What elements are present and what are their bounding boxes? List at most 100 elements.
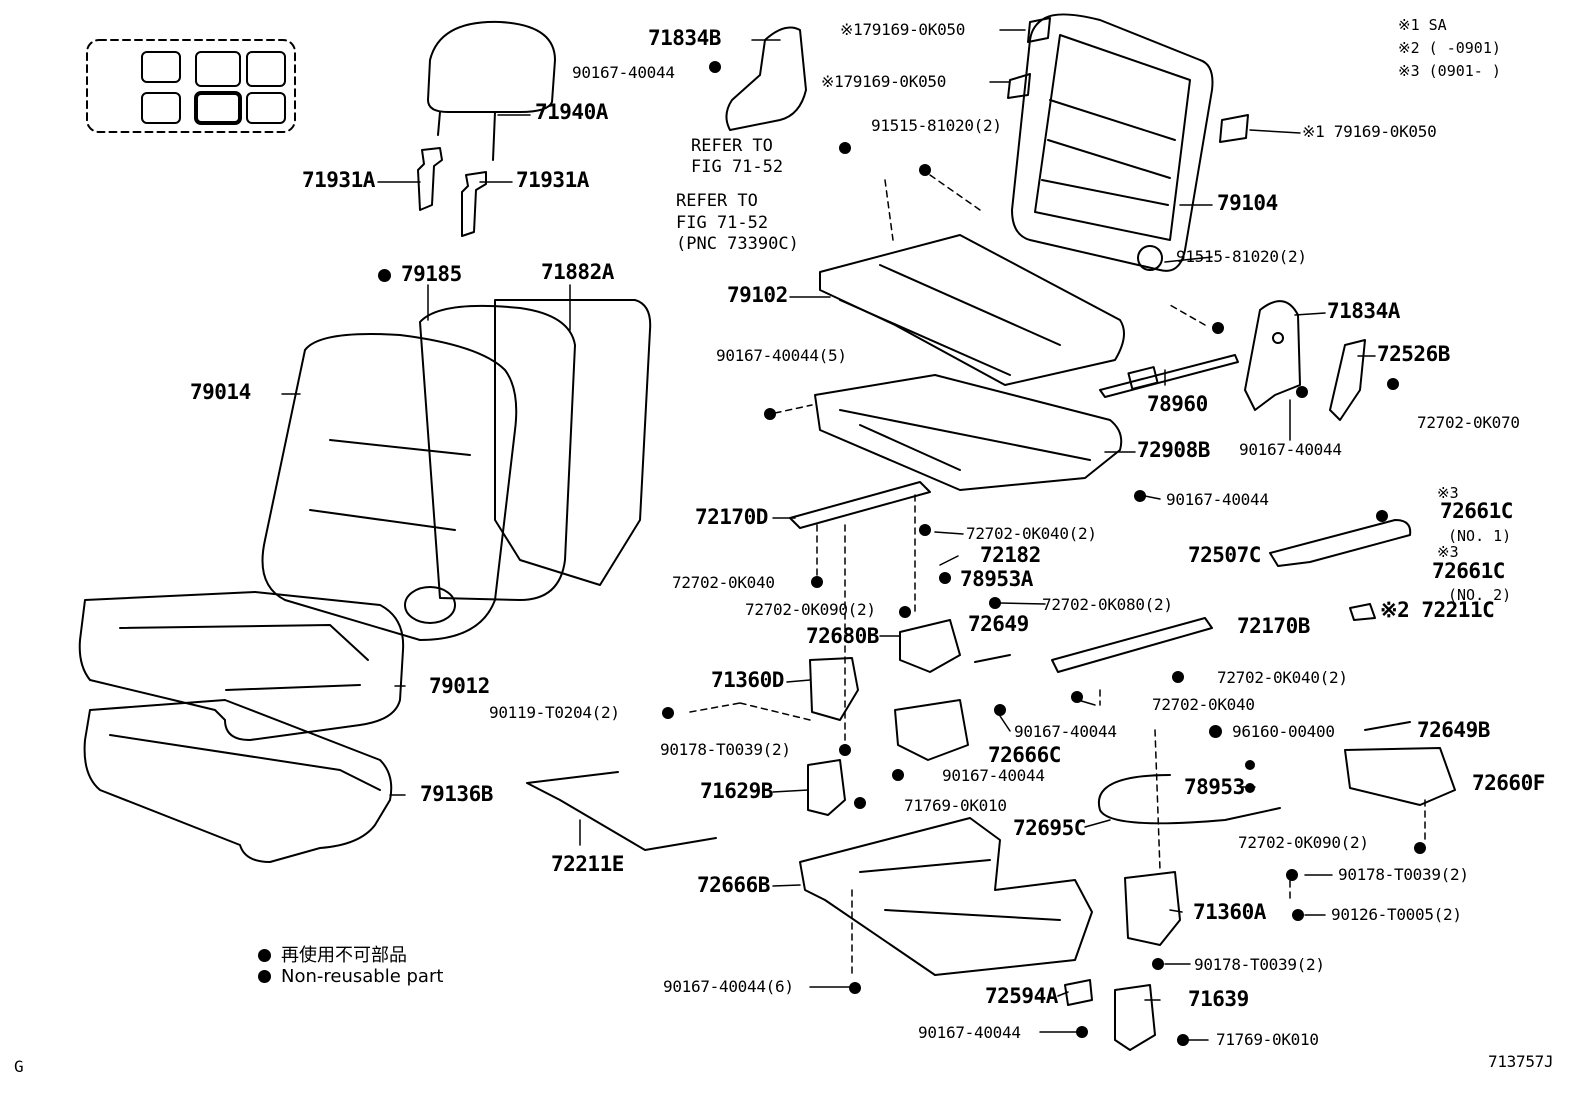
part-label[interactable]: 78960 (1147, 392, 1208, 416)
part-label[interactable]: 90126-T0005(2) (1331, 905, 1462, 924)
leader-lines (281, 29, 1376, 1041)
part-label[interactable]: 71834B (648, 26, 721, 50)
part-label[interactable]: 72702-0K040 (672, 573, 775, 592)
part-label[interactable]: 72702-0K090(2) (745, 600, 876, 619)
part-label[interactable]: 71940A (535, 100, 608, 124)
lock-71360D (809, 657, 859, 721)
part-label[interactable]: 90167-40044(6) (663, 977, 794, 996)
part-label[interactable]: 72661C (1440, 499, 1513, 523)
part-note-mark: ※3 (1437, 484, 1459, 502)
part-label[interactable]: 72702-0K090(2) (1238, 833, 1369, 852)
part-label[interactable]: 90178-T0039(2) (1338, 865, 1469, 884)
part-label[interactable]: 71769-0K010 (1216, 1030, 1319, 1049)
part-label[interactable]: 79014 (190, 380, 251, 404)
seatback-pad-79185 (419, 304, 576, 601)
part-label[interactable]: 90167-40044 (1166, 490, 1269, 509)
belt-78960 (1099, 354, 1239, 398)
seatback-frame-79104 (1011, 13, 1214, 272)
refer-to-2-line2: FIG 71-52 (676, 213, 769, 233)
headrest-71940A (427, 20, 556, 161)
cable-72695C (1097, 774, 1281, 825)
part-label[interactable]: 71360A (1193, 900, 1266, 924)
part-label[interactable]: 71639 (1188, 987, 1249, 1011)
part-label[interactable]: 72649 (968, 612, 1029, 636)
part-label[interactable]: 90167-40044 (1014, 722, 1117, 741)
part-label[interactable]: 72666C (988, 743, 1061, 767)
part-label[interactable]: 91515-81020(2) (1176, 247, 1307, 266)
part-label[interactable]: 90119-T0204(2) (489, 703, 620, 722)
fasteners (662, 61, 1426, 1046)
cover-71639 (1114, 984, 1156, 1051)
part-label[interactable]: 90167-40044 (572, 63, 675, 82)
headrest-support-71931A (417, 147, 487, 237)
part-label[interactable]: 72211E (551, 852, 624, 876)
part-label[interactable]: ※179169-0K050 (840, 20, 966, 39)
wire-72211E (526, 771, 717, 851)
part-label[interactable]: 90167-40044 (1239, 440, 1342, 459)
part-label[interactable]: 71882A (541, 260, 614, 284)
pad-72211C (1349, 603, 1376, 621)
part-label[interactable]: 72660F (1472, 771, 1545, 795)
lower-frame-72908B (814, 374, 1123, 491)
lock-71360A (1124, 871, 1181, 946)
part-label[interactable]: 72182 (980, 543, 1041, 567)
lever-72507C (1269, 519, 1412, 567)
part-label[interactable]: 79012 (429, 674, 490, 698)
part-label[interactable]: 96160-00400 (1209, 723, 1335, 741)
seat-rail-72170D (789, 481, 931, 529)
non-reusable-dot-icon (1209, 725, 1222, 738)
part-number: 96160-00400 (1232, 722, 1335, 741)
seat-cushion-cover-79012 (78, 591, 405, 741)
part-label[interactable]: 90167-40044 (918, 1023, 1021, 1042)
part-label[interactable]: 79104 (1217, 191, 1278, 215)
part-label[interactable]: 71769-0K010 (904, 796, 1007, 815)
side-cover-71834B (725, 26, 807, 131)
part-label[interactable]: 72666B (697, 873, 770, 897)
part-label[interactable]: 79185 (378, 264, 462, 285)
side-cover-72526B (1329, 339, 1366, 421)
part-label[interactable]: 72170D (695, 505, 768, 529)
part-label[interactable]: 72526B (1377, 342, 1450, 366)
part-label[interactable]: 71931A (516, 168, 589, 192)
part-label[interactable]: 90178-T0039(2) (660, 740, 791, 759)
part-label[interactable]: ※1 79169-0K050 (1302, 122, 1437, 141)
spring-72649B (1364, 721, 1411, 731)
part-label[interactable]: 91515-81020(2) (871, 116, 1002, 135)
part-label[interactable]: 72908B (1137, 438, 1210, 462)
pan-72666B (799, 817, 1093, 976)
part-label[interactable]: 72649B (1417, 718, 1490, 742)
part-label[interactable]: 72695C (1013, 816, 1086, 840)
part-label[interactable]: 71931A (302, 168, 375, 192)
part-label[interactable]: 71629B (700, 779, 773, 803)
part-label[interactable]: 72507C (1188, 543, 1261, 567)
part-label[interactable]: 90167-40044 (942, 766, 1045, 785)
non-reusable-dot-icon (258, 949, 271, 962)
part-label[interactable]: 72661C (1432, 559, 1505, 583)
part-label[interactable]: 72702-0K070 (1417, 413, 1520, 432)
lock-72660F (1344, 747, 1456, 806)
part-label[interactable]: 72702-0K040(2) (1217, 668, 1348, 687)
part-label[interactable]: 72702-0K080(2) (1042, 595, 1173, 614)
part-label[interactable]: 90167-40044(5) (716, 346, 847, 365)
part-label[interactable]: 90178-T0039(2) (1194, 955, 1325, 974)
part-label[interactable]: 72594A (985, 984, 1058, 1008)
part-label[interactable]: 78953 (1184, 775, 1245, 799)
part-label[interactable]: 72170B (1237, 614, 1310, 638)
part-label[interactable]: 72680B (806, 624, 879, 648)
part-label[interactable]: 71360D (711, 668, 784, 692)
part-label[interactable]: 72702-0K040 (1152, 695, 1255, 714)
part-label[interactable]: 79102 (727, 283, 788, 307)
part-label[interactable]: 79136B (420, 782, 493, 806)
part-label[interactable]: 78953A (960, 567, 1033, 591)
part-label[interactable]: ※179169-0K050 (821, 72, 947, 91)
legend-text-jp: 再使用不可部品 (281, 945, 407, 966)
refer-to-1-line2: FIG 71-52 (691, 157, 784, 177)
part-label[interactable]: 72702-0K040(2) (966, 524, 1097, 543)
non-reusable-dot-icon (258, 970, 271, 983)
seat-rail-72170B (1051, 617, 1213, 673)
part-label[interactable]: ※2 72211C (1380, 598, 1495, 622)
part-label[interactable]: 71834A (1327, 299, 1400, 323)
refer-to-2-line1: REFER TO (676, 191, 758, 211)
